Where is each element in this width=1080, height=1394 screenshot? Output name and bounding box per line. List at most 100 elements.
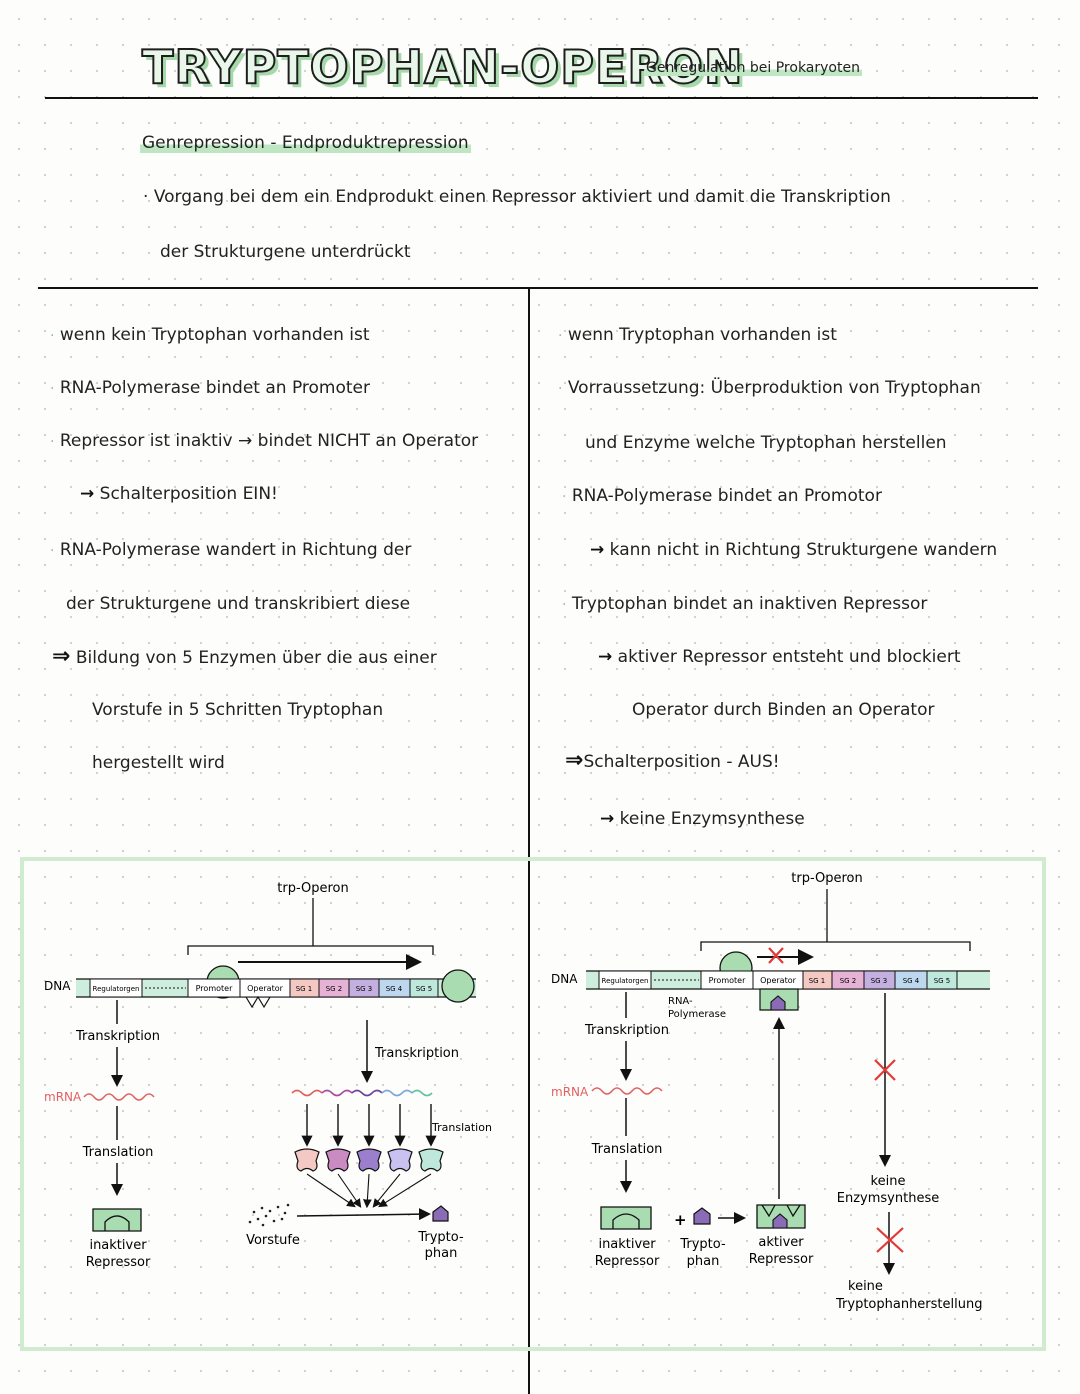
left-note-4: → Schalterposition EIN! [80, 484, 278, 504]
mrna-label-right: mRNA [551, 1085, 589, 1099]
no-tryptophan-label-1: keine [848, 1279, 883, 1294]
tryptophan-icon-left [432, 1205, 449, 1222]
operon-label-right: trp-Operon [791, 871, 862, 886]
left-note-3-text: Repressor ist inaktiv → bindet NICHT an … [59, 431, 479, 451]
topic-heading-text: Genrepression - Endproduktrepression [140, 133, 471, 153]
tryptophan-label-2-left: phan [425, 1246, 458, 1261]
inactive-repressor-label-2-left: Repressor [86, 1255, 151, 1270]
promoter-label-right: Promoter [709, 976, 746, 985]
arrow-icon: → [590, 540, 605, 560]
tryptophan-label-1-right: Trypto- [679, 1237, 726, 1252]
active-repressor-label-1: aktiver [758, 1235, 804, 1250]
page-title: TRYPTOPHAN-OPERON [141, 39, 744, 95]
left-note-1-text: wenn kein Tryptophan vorhanden ist [59, 325, 370, 345]
translation-label-reg-left: Translation [82, 1145, 154, 1160]
tryptophan-icon-right [693, 1207, 711, 1225]
translation-label-sg-left: Translation [431, 1121, 492, 1134]
right-diagram: trp-Operon DNA Regulatorgen Promoter Ope… [551, 871, 990, 1312]
structural-gene-5-right [926, 970, 958, 990]
sg4-label-left: SG 4 [386, 985, 403, 993]
right-note-2: · Vorraussetzung: Überproduktion von Try… [558, 378, 981, 398]
sg4-label-right: SG 4 [903, 977, 920, 985]
right-note-4: · RNA-Polymerase bindet an Promotor [562, 486, 882, 506]
regulatory-gene-label-left: Regulatorgen [93, 985, 140, 993]
active-repressor-label-2: Repressor [749, 1252, 814, 1267]
precursor-label-left: Vorstufe [246, 1233, 300, 1248]
left-note-9: hergestellt wird [92, 753, 225, 773]
right-note-7: → aktiver Repressor entsteht und blockie… [598, 647, 961, 667]
rna-polymerase-label-2-right: Polymerase [668, 1009, 726, 1020]
no-tryptophan-label-2: Tryptophanherstellung [835, 1297, 982, 1312]
title-underline [45, 97, 1038, 99]
right-note-6: · Tryptophan bindet an inaktiven Repress… [562, 594, 928, 614]
operon-bracket-right [700, 941, 971, 951]
enzyme-3-left [356, 1148, 382, 1172]
right-note-10-text: keine Enzymsynthese [619, 809, 805, 829]
sg1-label-left: SG 1 [296, 985, 313, 993]
transcription-label-right: Transkription [584, 1023, 669, 1038]
mrna-strand-left [83, 1093, 155, 1101]
right-note-3: und Enzyme welche Tryptophan herstellen [585, 433, 947, 453]
rna-polymerase-end-left [441, 969, 475, 1003]
inactive-repressor-label-2-right: Repressor [595, 1254, 660, 1269]
enzyme-1-left [294, 1148, 320, 1172]
translation-label-right: Translation [591, 1142, 663, 1157]
operon-label-left: trp-Operon [277, 881, 348, 896]
left-note-7-text: Bildung von 5 Enzymen über die aus einer [75, 648, 437, 668]
double-arrow-icon: ⇒ [565, 748, 584, 773]
page-subtitle: Genregulation bei Prokaryoten [644, 60, 862, 76]
left-note-5-text: RNA-Polymerase wandert in Richtung der [59, 540, 412, 560]
sg2-label-left: SG 2 [326, 985, 343, 993]
left-note-2-text: RNA-Polymerase bindet an Promoter [59, 378, 371, 398]
no-enzyme-label-1: keine [871, 1174, 906, 1189]
definition-line-2: der Strukturgene unterdrückt [160, 242, 411, 262]
right-note-1: · wenn Tryptophan vorhanden ist [558, 325, 837, 345]
cross-icon [768, 947, 784, 964]
dna-label-left: DNA [44, 979, 71, 993]
dna-label-right: DNA [551, 972, 578, 986]
definition-line-1: · Vorgang bei dem ein Endprodukt einen R… [143, 187, 891, 207]
operator-label-left: Operator [247, 984, 284, 993]
left-note-3: · Repressor ist inaktiv → bindet NICHT a… [50, 431, 479, 451]
tryptophan-label-1-left: Trypto- [417, 1230, 464, 1245]
right-note-7-text: aktiver Repressor entsteht und blockiert [617, 647, 961, 667]
mrna-label-left: mRNA [44, 1090, 82, 1104]
arrow-icon: → [600, 809, 615, 829]
inactive-repressor-label-1-right: inaktiver [598, 1237, 656, 1252]
right-note-2-text: Vorraussetzung: Überproduktion von Trypt… [567, 378, 981, 398]
topic-heading: Genrepression - Endproduktrepression [140, 133, 471, 153]
arrow-icon: → [80, 484, 95, 504]
arrow-icon: → [598, 647, 613, 667]
left-note-6: der Strukturgene und transkribiert diese [66, 594, 411, 614]
inactive-repressor-icon-left [92, 1208, 142, 1232]
rna-polymerase-label-1-right: RNA- [668, 996, 693, 1007]
regulatory-gene-left [89, 978, 143, 998]
right-note-6-text: Tryptophan bindet an inaktiven Repressor [571, 594, 928, 614]
tryptophan-label-2-right: phan [687, 1254, 720, 1269]
left-note-1: · wenn kein Tryptophan vorhanden ist [50, 325, 370, 345]
right-note-9-text: Schalterposition - AUS! [583, 752, 780, 772]
right-note-4-text: RNA-Polymerase bindet an Promotor [571, 486, 882, 506]
bound-tryptophan-icon [770, 995, 786, 1011]
cross-icon [874, 1059, 896, 1081]
structural-gene-5-left [409, 978, 439, 998]
plus-sign: + [674, 1211, 687, 1229]
left-note-2: · RNA-Polymerase bindet an Promoter [50, 378, 371, 398]
sg5-label-right: SG 5 [934, 977, 951, 985]
diagram-frame [20, 857, 1046, 1351]
transcription-label-reg-left: Transkription [75, 1029, 160, 1044]
sg3-label-right: SG 3 [871, 977, 888, 985]
section-divider [38, 287, 1038, 289]
sg1-label-right: SG 1 [809, 977, 826, 985]
promoter-label-left: Promoter [196, 984, 233, 993]
sg3-label-left: SG 3 [356, 985, 373, 993]
left-note-7: ⇒ Bildung von 5 Enzymen über die aus ein… [52, 646, 437, 669]
right-note-10: → keine Enzymsynthese [600, 809, 805, 829]
left-note-4-text: Schalterposition EIN! [99, 484, 278, 504]
operon-bracket-left [187, 945, 434, 955]
right-note-1-text: wenn Tryptophan vorhanden ist [567, 325, 837, 345]
enzyme-2-left [325, 1148, 351, 1172]
left-diagram: trp-Operon DNA Regulatorgen Promoter Ope… [44, 881, 492, 1270]
column-divider [528, 288, 530, 1394]
transcription-label-sg-left: Transkription [374, 1046, 459, 1061]
